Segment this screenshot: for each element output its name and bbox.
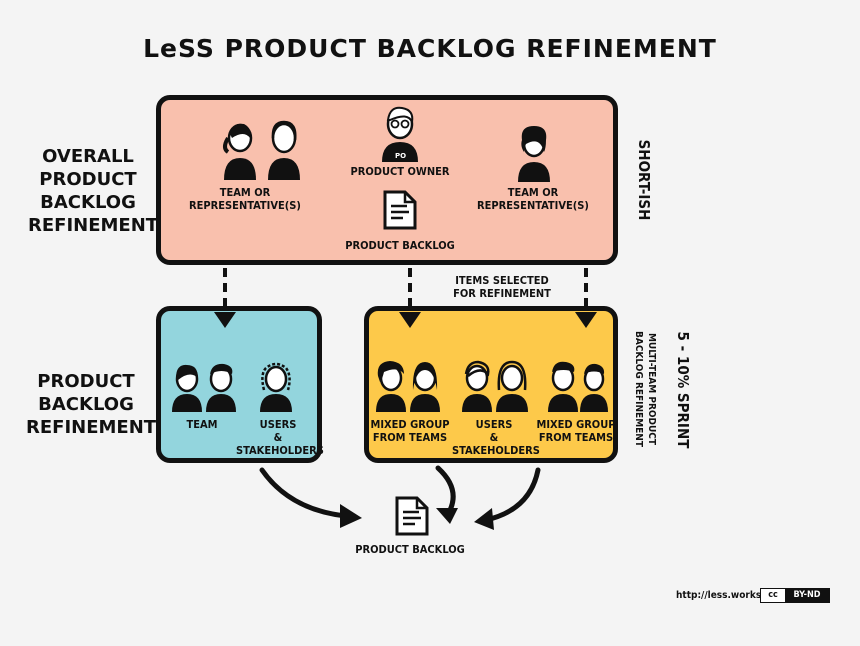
product-owner-label: PRODUCT OWNER: [350, 165, 450, 178]
users-stakeholders-left-label: USERS & STAKEHOLDERS: [236, 418, 324, 457]
person-icon: [548, 361, 578, 412]
license-badge[interactable]: cc BY-ND: [760, 588, 830, 603]
less-works-link[interactable]: http://less.works: [676, 590, 762, 601]
overall-pbr-label: OVERALL PRODUCT BACKLOG REFINEMENT: [28, 146, 159, 236]
person-icon: [268, 120, 300, 180]
users-stakeholders-right-label: USERS & STAKEHOLDERS: [452, 418, 540, 457]
team-label: TEAM: [186, 418, 218, 431]
person-icon: [206, 363, 236, 412]
person-icon: [410, 362, 440, 412]
document-icon: [395, 496, 429, 536]
person-icon: [462, 360, 492, 412]
person-icon: [518, 126, 550, 182]
mixed-group-right-label: MIXED GROUP FROM TEAMS: [536, 418, 616, 444]
team-representatives-right: TEAM OR REPRESENTATIVE(S): [477, 186, 589, 212]
items-selected-label: ITEMS SELECTED FOR REFINEMENT: [453, 274, 551, 300]
person-icon: [496, 360, 528, 412]
product-backlog-bottom-label: PRODUCT BACKLOG: [355, 543, 465, 556]
person-icon: [172, 364, 202, 412]
person-icon: [580, 363, 608, 412]
cc-logo-icon: cc: [761, 589, 785, 602]
person-icon: [223, 123, 256, 180]
po-badge: PO: [395, 152, 406, 160]
document-icon: [383, 190, 417, 230]
team-representatives-left: TEAM OR REPRESENTATIVE(S): [189, 186, 301, 212]
person-icon: [376, 361, 406, 412]
pbr-label: PRODUCT BACKLOG REFINEMENT: [26, 371, 157, 438]
product-owner-icon: PO: [382, 106, 418, 162]
diagram-title: LeSS PRODUCT BACKLOG REFINEMENT: [143, 34, 717, 63]
product-backlog-top-label: PRODUCT BACKLOG: [345, 239, 455, 252]
license-text: BY-ND: [785, 589, 829, 602]
mixed-group-left-label: MIXED GROUP FROM TEAMS: [370, 418, 450, 444]
multi-team-refinement-box: [364, 306, 618, 463]
person-icon: [260, 362, 292, 412]
